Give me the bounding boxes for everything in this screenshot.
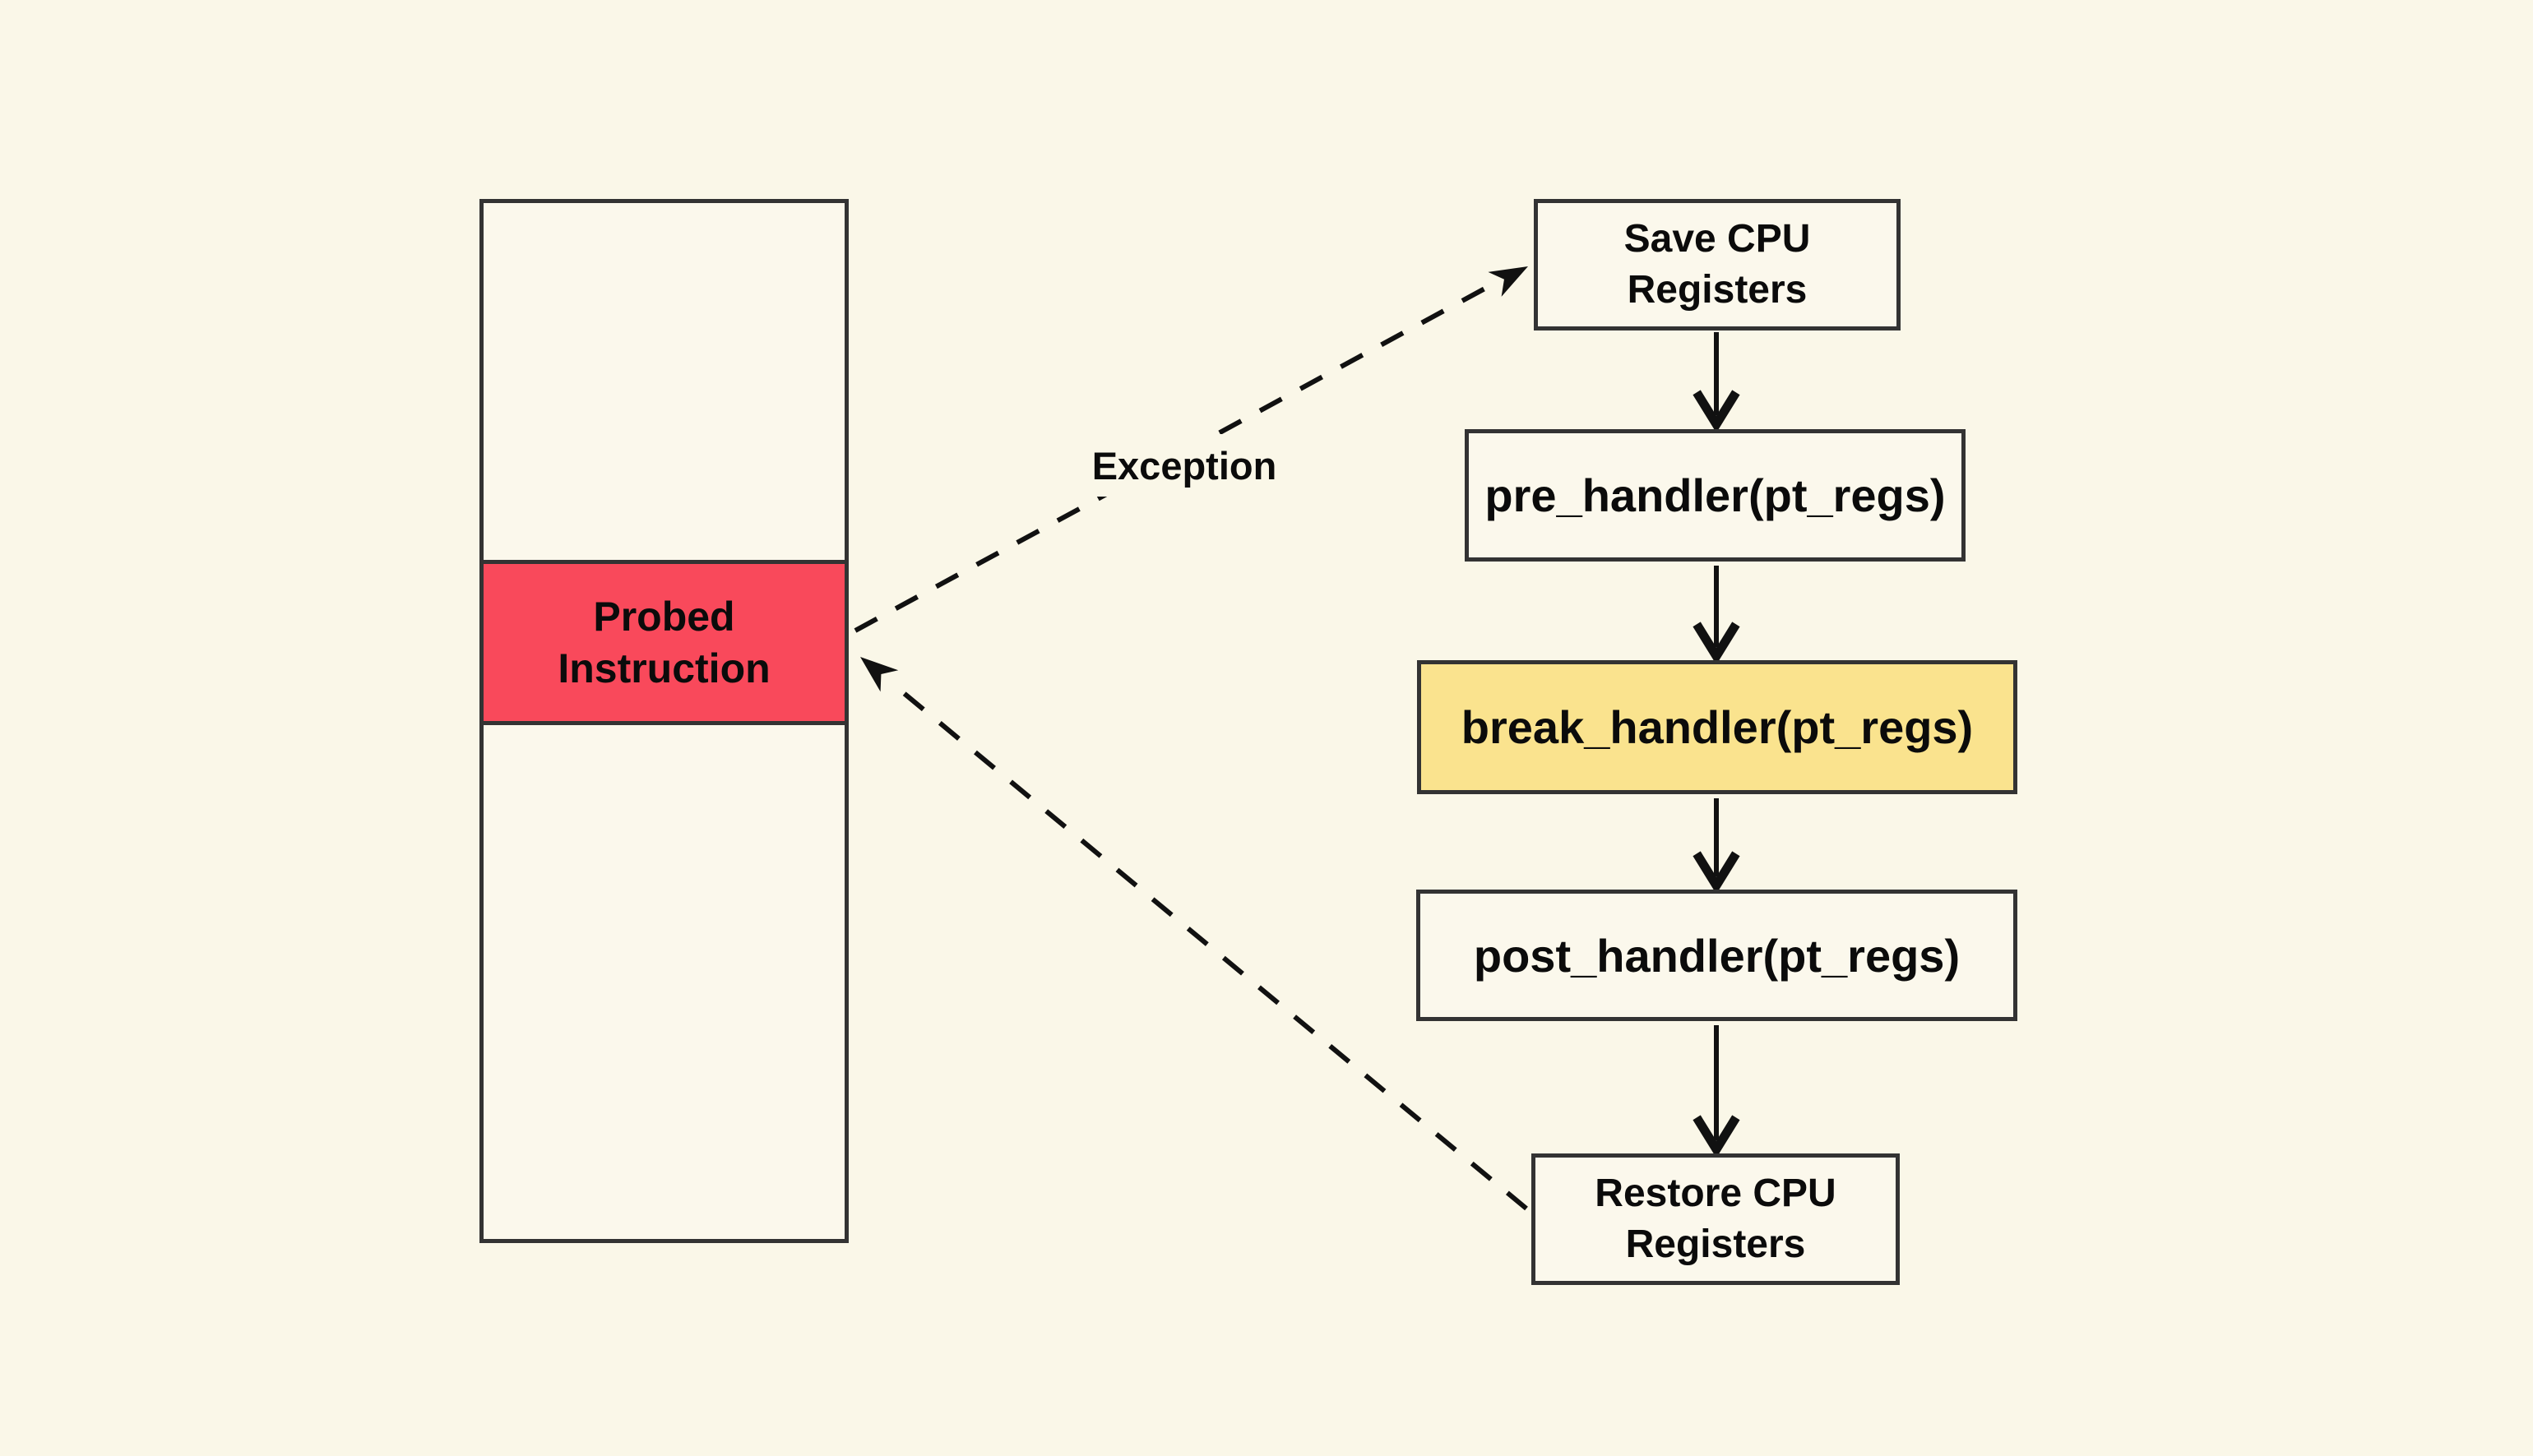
arrow-break-to-post: [1693, 798, 1740, 894]
node-post-handler-label: post_handler(pt_regs): [1473, 929, 1961, 982]
arrow-post-to-restore: [1693, 1025, 1740, 1158]
probed-instruction-box: Probed Instruction: [479, 560, 849, 725]
node-pre-handler: pre_handler(pt_regs): [1465, 429, 1966, 562]
node-break-handler: break_handler(pt_regs): [1417, 660, 2017, 794]
node-save-cpu-registers-label: Save CPU Registers: [1623, 216, 1811, 312]
node-save-cpu-registers: Save CPU Registers: [1534, 199, 1901, 330]
probed-instruction-label: Probed Instruction: [558, 593, 771, 691]
node-pre-handler-label: pre_handler(pt_regs): [1484, 469, 1946, 521]
arrow-pre-to-break: [1693, 566, 1740, 665]
node-restore-cpu-registers: Restore CPU Registers: [1531, 1153, 1900, 1285]
node-restore-cpu-registers-label: Restore CPU Registers: [1595, 1171, 1836, 1266]
arrow-save-to-pre: [1693, 332, 1740, 433]
node-post-handler: post_handler(pt_regs): [1416, 890, 2017, 1021]
exception-edge-label: Exception: [1033, 434, 1336, 497]
node-break-handler-label: break_handler(pt_regs): [1461, 701, 1974, 753]
